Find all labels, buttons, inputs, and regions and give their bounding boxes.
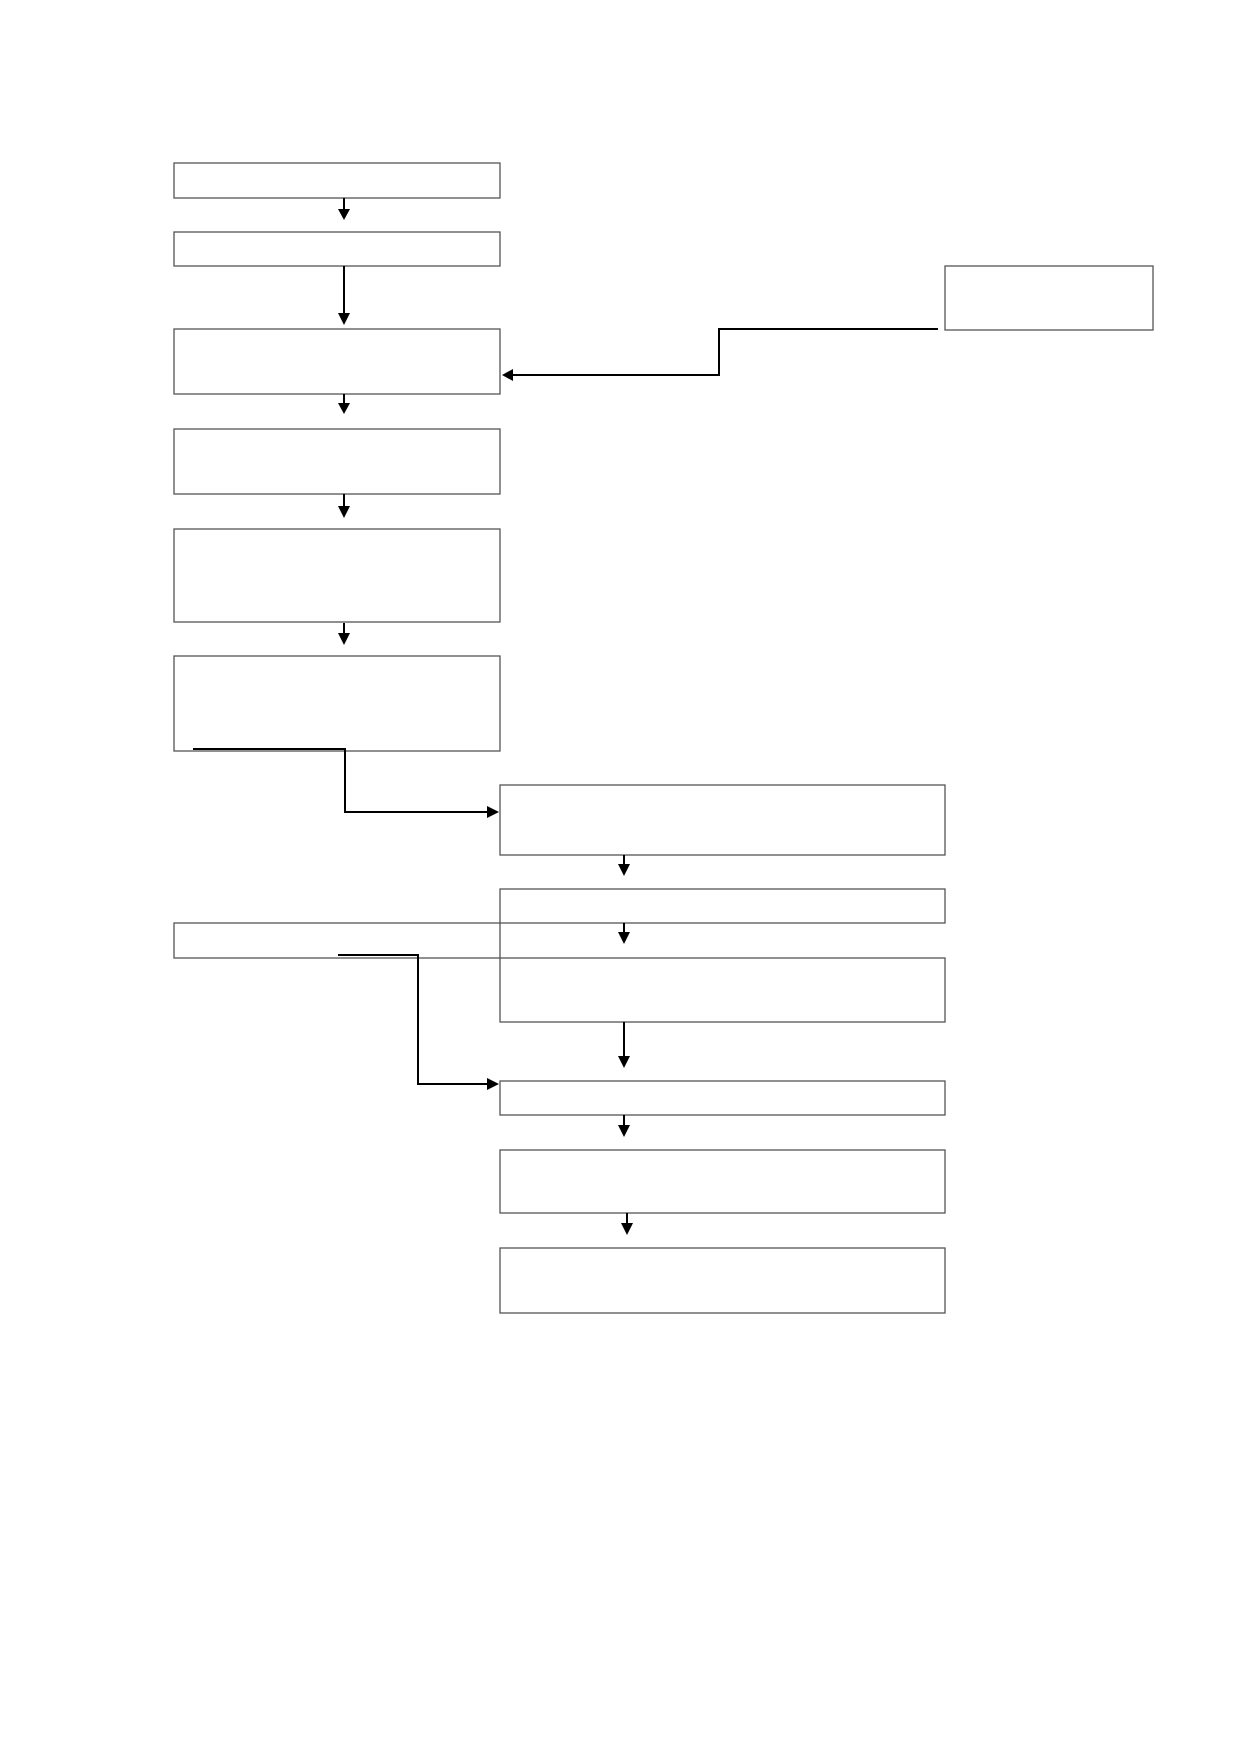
edge-n11-n12 <box>618 1115 630 1137</box>
flow-node-n3 <box>173 328 501 395</box>
edge-n10-n11 <box>618 1022 630 1068</box>
flow-node-n11 <box>499 1080 946 1116</box>
flow-node-n13 <box>499 1247 946 1314</box>
edge-n2-n3 <box>338 266 350 325</box>
flow-node-n2 <box>173 231 501 267</box>
edge-n4-n5 <box>338 494 350 518</box>
flow-node-side <box>944 265 1154 331</box>
edge-n8-n10 <box>618 923 630 944</box>
edge-n5-n6 <box>338 623 350 645</box>
edge-n12-n13 <box>621 1213 633 1235</box>
flow-node-n5 <box>173 528 501 623</box>
flow-node-n4 <box>173 428 501 495</box>
edge-n6-n7 <box>193 748 499 818</box>
flow-node-n8 <box>499 888 946 924</box>
flow-node-n12 <box>499 1149 946 1214</box>
flow-node-n7 <box>499 784 946 856</box>
flow-node-n6 <box>173 655 501 752</box>
edge-n3-n4 <box>338 394 350 414</box>
flow-node-n10 <box>499 957 946 1023</box>
edge-n7-n8 <box>618 855 630 876</box>
edge-side-n3 <box>502 328 938 381</box>
edge-n9-n11 <box>338 954 499 1090</box>
flow-node-n1 <box>173 162 501 199</box>
edge-n1-n2 <box>338 198 350 220</box>
flow-node-n9 <box>173 922 501 959</box>
